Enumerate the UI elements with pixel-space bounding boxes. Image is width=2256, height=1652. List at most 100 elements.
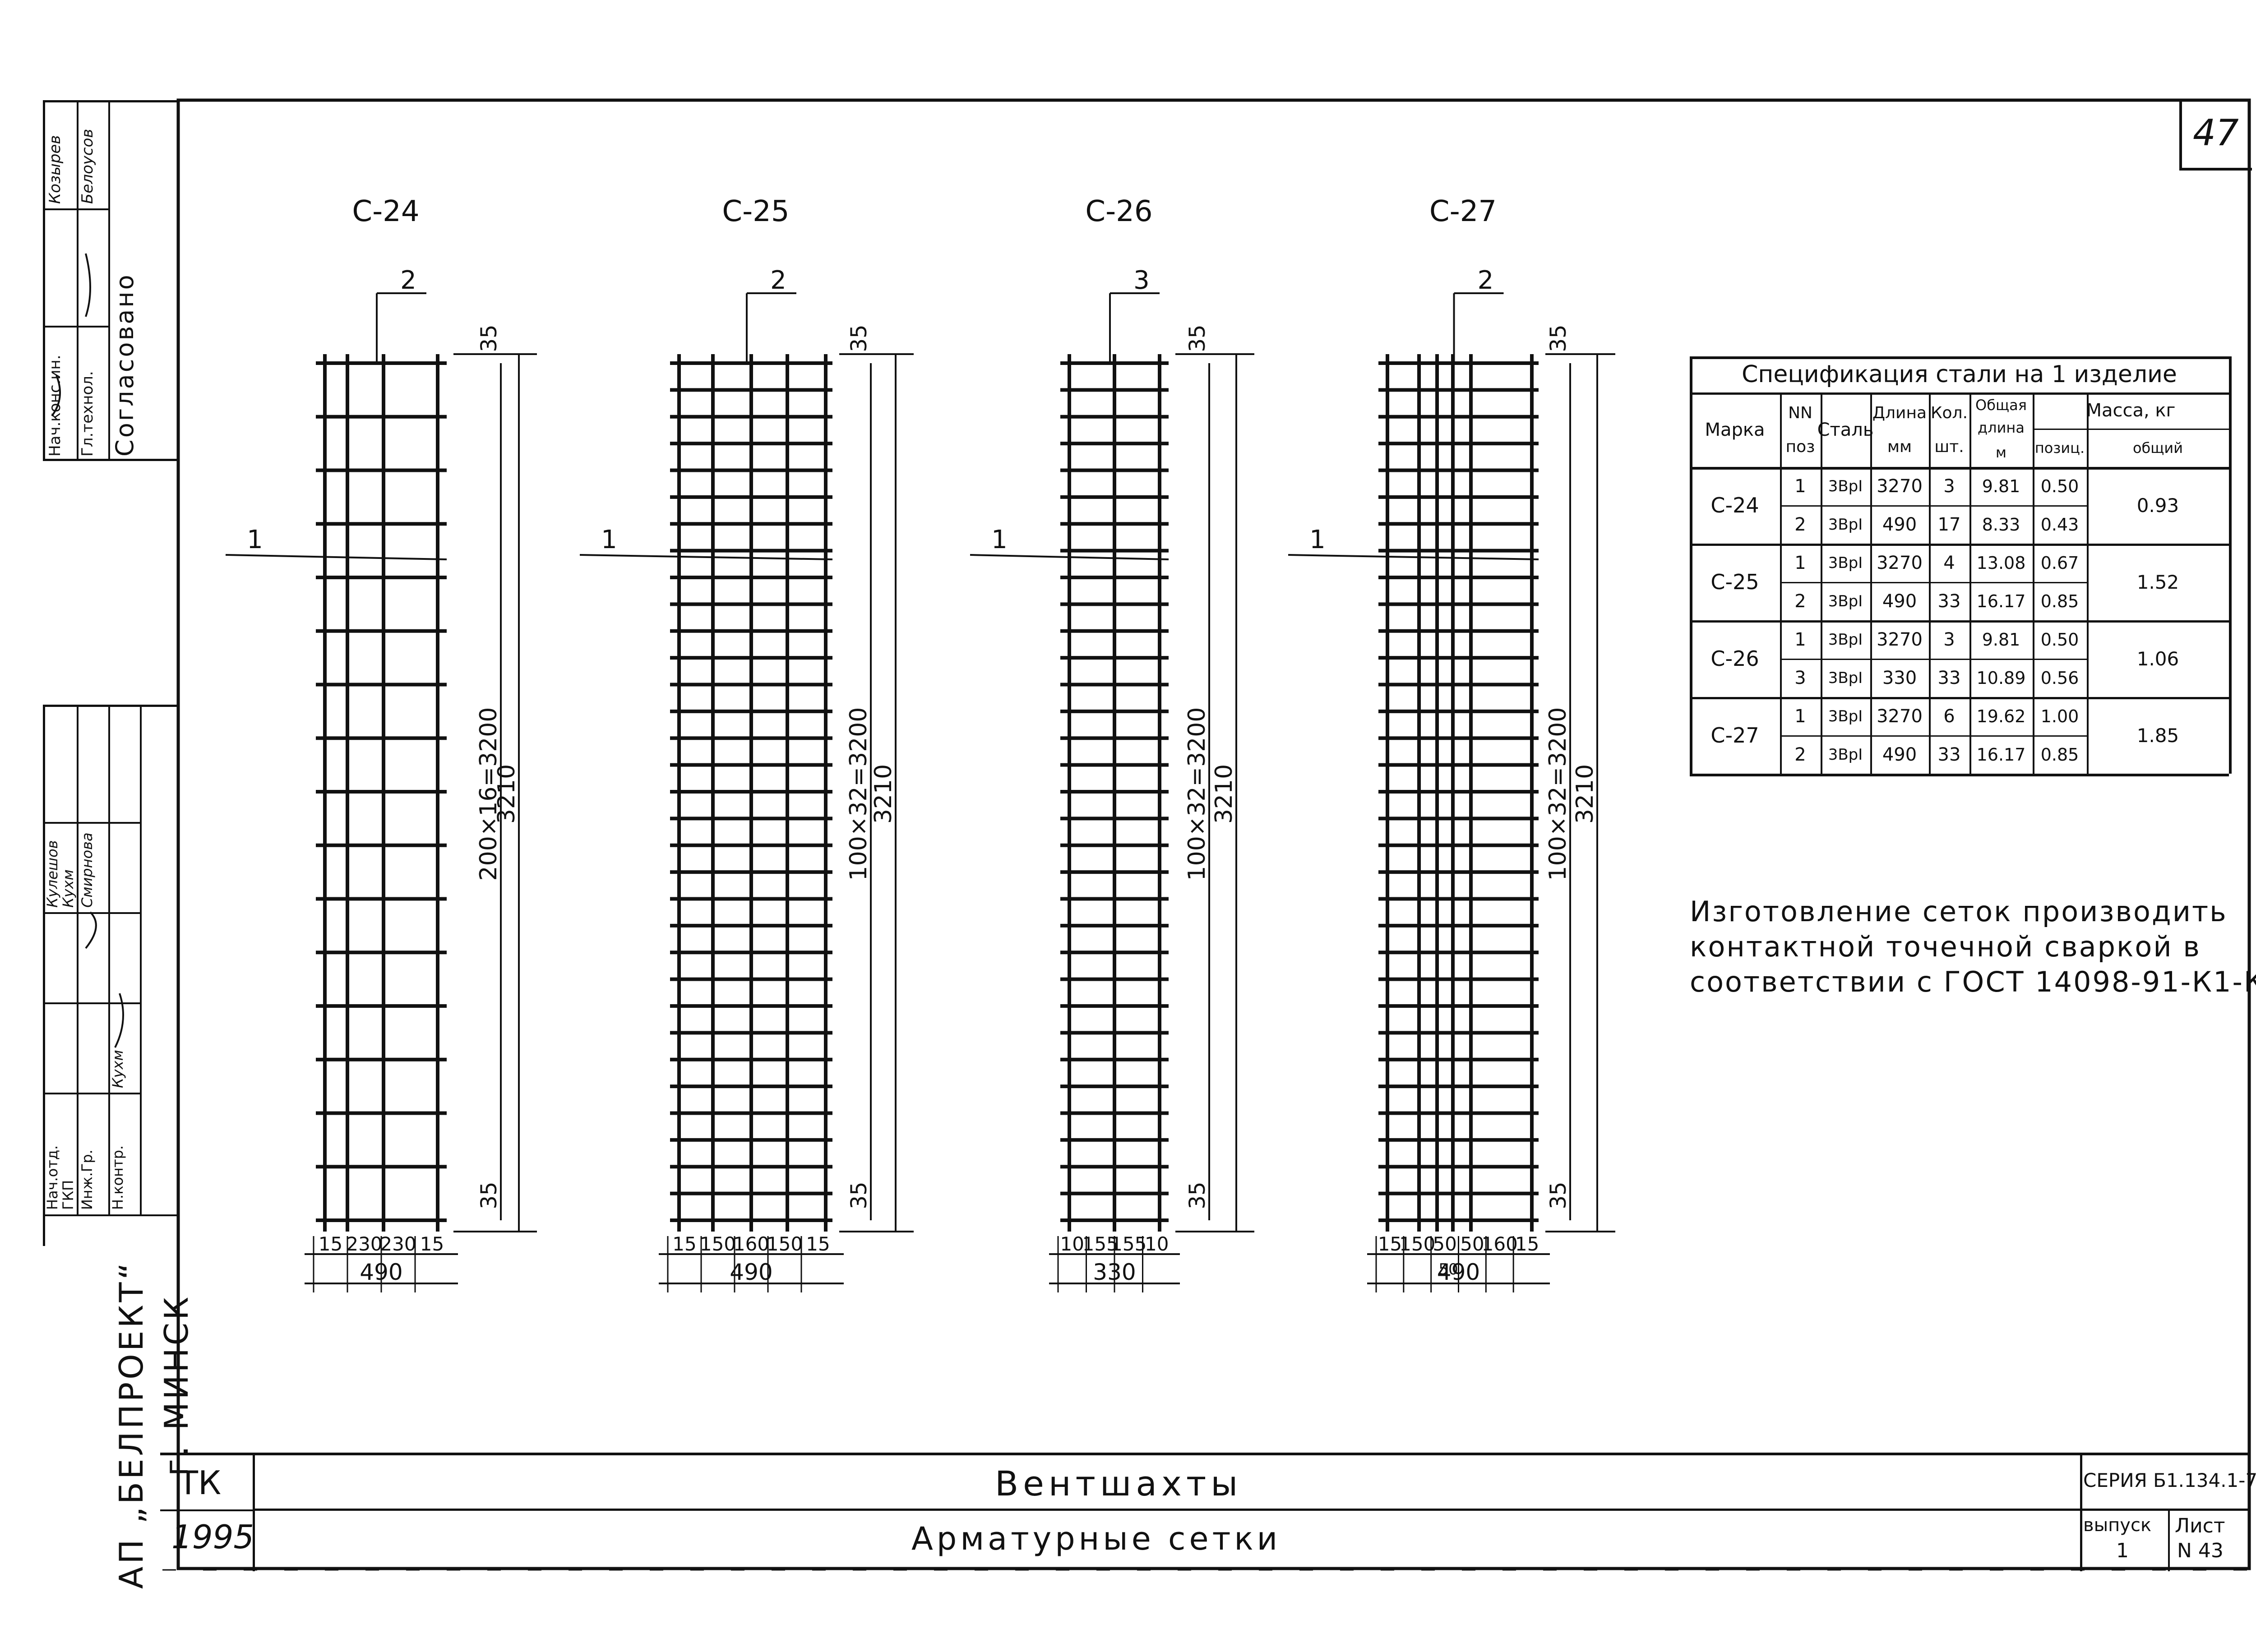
position-label: 2 [770,266,786,295]
fabrication-note: Изготовление сеток производить контактно… [1690,898,2256,996]
row-steel: 3ВрI [1828,707,1863,725]
row-count: 3 [1943,629,1955,650]
header-mark: Марка [1705,419,1765,440]
row-count: 33 [1937,667,1961,688]
leader-line [1288,554,1539,560]
mesh-title: С-26 [1085,195,1152,228]
row-mass-total: 1.52 [2136,571,2179,593]
total-width: 330 [1093,1259,1136,1285]
total-width: 490 [1437,1259,1480,1285]
table-rule [1690,774,2229,776]
row-total-length: 8.33 [1982,514,2020,535]
width-dimension: 15 [420,1233,444,1255]
row-mark: С-26 [1710,646,1759,671]
org-code: ТК [178,1464,222,1502]
header-length: Длина [1872,403,1927,422]
table-rule [1690,356,2229,359]
row-length: 3270 [1877,552,1923,573]
sheet-number-box [2179,100,2252,171]
row-mark: С-25 [1710,570,1759,594]
table-rule [1780,582,2087,583]
width-dimension: 150 [700,1233,736,1255]
width-dimension: 15 [672,1233,696,1255]
table-rule [1690,544,2229,546]
row-steel: 3ВрI [1828,554,1863,572]
row-total-length: 16.17 [1976,591,2026,611]
row-count: 6 [1943,706,1955,727]
header-mass-total: общий [2132,439,2183,457]
leader-line [970,554,1169,560]
width-dimension: 15 [806,1233,830,1255]
position-label: 3 [1133,266,1150,295]
header-total-length: м [1995,443,2007,461]
row-mass-pos: 0.50 [2040,629,2079,650]
header-total-length: Общая [1975,396,2027,414]
row-steel: 3ВрI [1828,592,1863,610]
table-rule [1690,697,2229,699]
table-title: Спецификация стали на 1 изделие [1742,361,2177,388]
row-mark: С-27 [1710,723,1759,748]
header-mass-pos: позиц. [2034,439,2085,457]
row-pos: 2 [1794,514,1806,535]
row-mass-total: 0.93 [2136,494,2179,517]
total-width: 490 [360,1259,402,1285]
header-count: Кол. [1930,403,1968,422]
row-steel: 3ВрI [1828,630,1863,649]
table-rule [1690,620,2229,623]
approval-stamp: Согласовано Нач.конс.ин. Гл.технол. Козы… [43,100,195,1589]
header-length: мм [1887,437,1912,456]
width-dimension: 230 [380,1233,416,1255]
title-block: ТК 1995 Вентшахты Арматурные сетки СЕРИЯ… [160,1453,2256,1571]
note-line-3: соответствии с ГОСТ 14098-91-К1-Кт. [1690,965,2256,998]
sheet-title: Арматурные сетки [911,1520,1281,1557]
note-line-1: Изготовление сеток производить [1690,895,2228,928]
row-total-length: 13.08 [1976,553,2026,573]
end-offset-bottom: 35 [1546,1181,1571,1209]
end-offset-top: 35 [476,324,502,352]
width-dimension: 50 [1433,1233,1456,1255]
table-rule [2033,429,2229,430]
issue-label: выпуск [2083,1515,2152,1536]
table-rule [2087,392,2089,774]
end-offset-bottom: 35 [1185,1181,1210,1209]
header-pos: NN [1788,403,1812,422]
year: 1995 [171,1518,254,1556]
row-mass-pos: 0.67 [2040,553,2079,573]
row-mass-pos: 1.00 [2040,706,2079,726]
mesh-title: С-25 [722,195,789,228]
width-dimension: 15 [1378,1233,1402,1255]
leader-line [579,554,833,560]
header-total-length: длина [1978,419,2025,436]
width-dimension: 155 [1082,1233,1119,1255]
row-pos: 2 [1794,591,1806,612]
longitudinal-label: 1 [247,525,263,554]
row-mass-pos: 0.85 [2040,744,2079,765]
width-dimension: 50 [1460,1233,1484,1255]
sheet-number: 47 [2193,112,2239,154]
table-rule [1780,735,2087,737]
note-line-2: контактной точечной сваркой в [1690,930,2201,963]
sheet-value: N 43 [2177,1539,2224,1562]
table-rule [1690,356,1692,774]
sheet-label: Лист [2175,1514,2225,1537]
mesh-title: С-27 [1429,195,1497,228]
row-steel: 3ВрI [1828,745,1863,764]
row-mass-total: 1.85 [2136,724,2179,747]
width-dimension: 15 [319,1233,342,1255]
row-mass-pos: 0.85 [2040,591,2079,611]
end-offset-bottom: 35 [476,1181,502,1209]
table-rule [1780,659,2087,660]
header-steel: Сталь [1817,419,1874,440]
row-total-length: 19.62 [1976,706,2026,726]
row-pos: 1 [1794,552,1806,573]
end-offset-top: 35 [846,324,872,352]
row-mass-pos: 0.43 [2040,514,2079,535]
width-dimension: 150 [767,1233,803,1255]
end-offset-top: 35 [1185,324,1210,352]
row-count: 4 [1943,552,1955,573]
width-dimension: 10 [1145,1233,1169,1255]
row-steel: 3ВрI [1828,515,1863,534]
signature-marks [43,100,178,1185]
